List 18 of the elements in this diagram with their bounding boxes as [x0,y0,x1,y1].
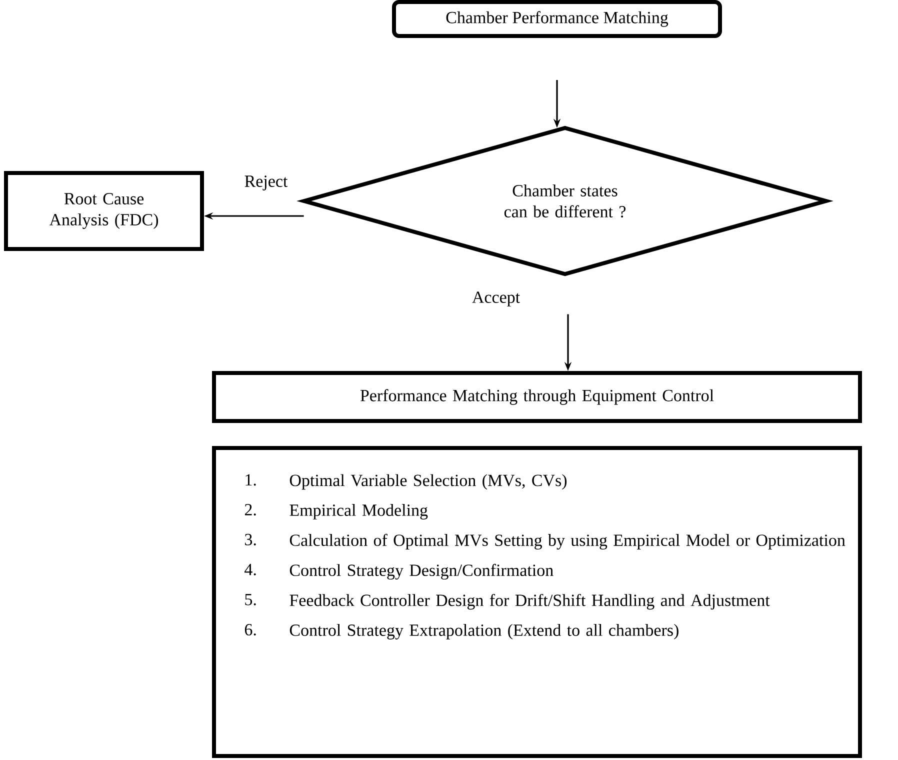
step-text: Control Strategy Extrapolation (Extend to all chambers) [290,624,678,640]
step-text: Empirical Modeling [290,504,428,520]
step-text: Feedback Controller Design for Drift/Shift Handling and Adjustment [290,594,770,610]
step-text: Control Strategy Design/Confirmation [290,564,554,580]
process-box: Root Cause Analysis (FDC) [4,171,204,251]
start-box: Chamber Performance Matching [392,0,722,38]
item-number: 3. [245,534,256,546]
edge-label: Reject [244,176,288,190]
item-number: 5. [245,594,256,606]
item-number: 2. [244,504,256,516]
step-text: Calculation of Optimal MVs Setting by using Empirical Model or Optimization [290,534,846,550]
process-box: Performance Matching through Equipment Control [212,371,862,423]
step-text: Optimal Variable Selection (MVs, CVs) [290,474,567,490]
edge-label: Accept [472,292,520,306]
item-number: 6. [244,624,256,636]
step-list-box [212,446,862,758]
item-number: 4. [244,564,256,576]
item-number: 1. [246,474,256,486]
